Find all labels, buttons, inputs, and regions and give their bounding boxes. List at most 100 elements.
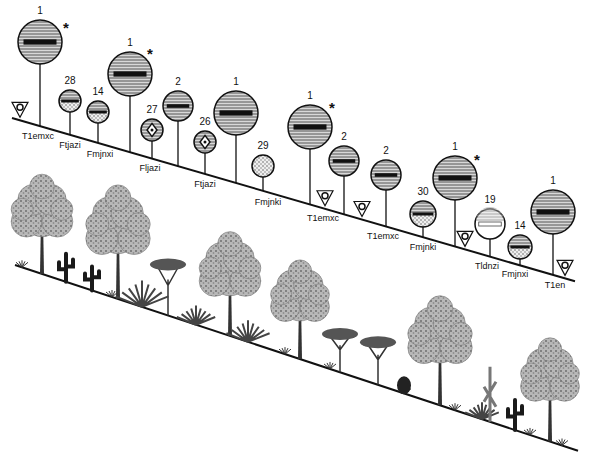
tree-canopy — [105, 185, 131, 211]
agave — [177, 306, 215, 325]
acacia-trunk — [158, 267, 178, 315]
circle-upper — [476, 207, 504, 221]
tree-canopy — [408, 322, 431, 345]
symbol-circle: 1 — [431, 141, 479, 202]
abundance-number: 2 — [369, 145, 403, 157]
circle-outline — [194, 131, 216, 153]
circle-symbol — [327, 144, 361, 178]
acacia-trunk — [368, 345, 388, 385]
circle-symbol — [106, 50, 154, 98]
circle-band — [167, 104, 190, 108]
vegetation-code: T1emxc — [307, 213, 339, 224]
tree-canopy — [427, 296, 453, 322]
circle-band — [294, 124, 327, 129]
circle-outline — [329, 146, 359, 176]
abundance-number: 19 — [473, 194, 507, 206]
circle-symbol — [286, 103, 334, 151]
tree-canopy — [308, 284, 329, 305]
circle-symbol — [473, 207, 507, 241]
vegetation-code: T1emxc — [367, 231, 399, 242]
circle-outline — [18, 20, 62, 64]
symbol-circle: 30 — [408, 186, 438, 229]
circle-band — [375, 173, 398, 177]
circle-symbol — [139, 117, 165, 143]
circle-symbol — [212, 89, 260, 137]
symbol-circle: 27 — [139, 104, 165, 143]
agave — [116, 281, 169, 307]
cactus — [59, 254, 73, 282]
abundance-number: 29 — [250, 140, 276, 152]
vegetation-code: T1en — [545, 280, 566, 291]
circle-outline — [59, 90, 81, 112]
circle-symbol — [16, 18, 64, 66]
circle-band — [89, 111, 107, 114]
symbol-circle: 2 — [327, 131, 361, 178]
abundance-number: 1 — [431, 141, 479, 153]
stick — [309, 149, 310, 204]
diamond-mark — [200, 135, 210, 148]
symbol-circle: 19 — [473, 194, 507, 241]
shrub — [484, 367, 496, 422]
stick — [343, 176, 344, 214]
abundance-number: 2 — [161, 76, 195, 88]
stick — [69, 112, 70, 135]
stick — [177, 121, 178, 166]
stick — [129, 96, 130, 152]
stick — [454, 200, 455, 246]
circle-outline — [288, 105, 332, 149]
acacia-canopy — [150, 258, 186, 270]
circle-outline — [87, 101, 109, 123]
tree-canopy — [127, 213, 150, 236]
circle-band — [333, 159, 356, 163]
tree-canopy — [199, 257, 221, 279]
abundance-number: 1 — [212, 76, 260, 88]
symbol-circle: 14 — [506, 220, 534, 261]
circle-outline — [108, 52, 152, 96]
triangle-symbol — [557, 260, 573, 275]
abundance-number: 1 — [16, 5, 64, 17]
vegetation-code: T1emxc — [22, 131, 54, 142]
tree-canopy — [86, 213, 109, 236]
circle-outline — [252, 155, 274, 177]
vegetation-code: Fmjnki — [410, 242, 437, 253]
tree-canopy — [218, 232, 243, 257]
grass-tuft — [524, 428, 536, 435]
tree-canopy — [558, 363, 579, 384]
circle-band — [439, 175, 472, 180]
circle-lower — [411, 214, 435, 226]
prickly-pear — [397, 376, 411, 394]
triangle-symbol — [317, 191, 333, 206]
abundance-number: 1 — [529, 175, 577, 187]
grass-tuft — [449, 403, 461, 410]
acacia-canopy — [322, 328, 358, 340]
tree-canopy — [239, 257, 261, 279]
circle-symbol — [85, 99, 111, 125]
circle-band — [220, 110, 253, 115]
circle-symbol — [250, 153, 276, 179]
triangle-symbol — [462, 233, 468, 239]
symbol-circle: 1 — [106, 37, 154, 98]
triangle-symbol — [359, 204, 365, 210]
abundance-number: 2 — [327, 131, 361, 143]
circle-outline — [433, 156, 477, 200]
symbol-circle: 2 — [369, 145, 403, 192]
asterisk-mark: * — [63, 20, 69, 35]
cactus — [508, 400, 522, 430]
circle-band — [61, 100, 79, 103]
circle-symbol — [369, 158, 403, 192]
circle-outline — [214, 91, 258, 135]
circle-symbol — [506, 233, 534, 261]
grass-tuft — [324, 362, 336, 369]
stick — [97, 123, 98, 143]
stick — [204, 153, 205, 174]
symbol-circle: 26 — [192, 116, 218, 155]
stick — [262, 177, 263, 191]
abundance-number: 1 — [106, 37, 154, 49]
asterisk-mark: * — [329, 100, 335, 115]
triangle-symbol — [17, 104, 23, 110]
vegetation-code: Fmjnki — [255, 197, 282, 208]
stick — [235, 135, 236, 183]
symbol-circle: 1 — [529, 175, 577, 236]
circle-symbol — [57, 88, 83, 114]
